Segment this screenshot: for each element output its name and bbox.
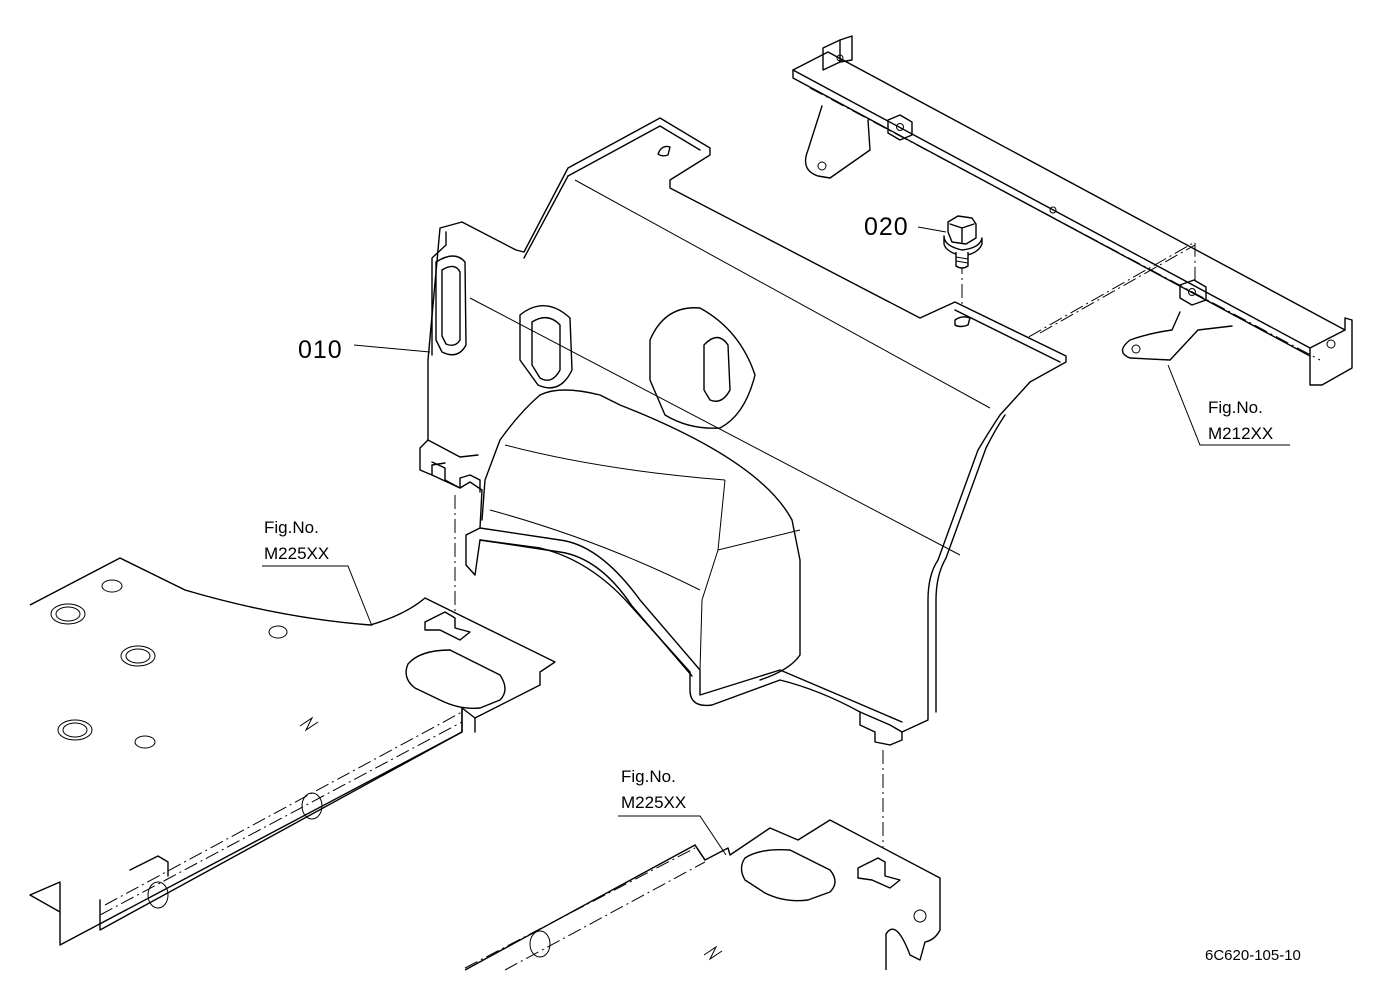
ref-m225-bottom-line1: Fig.No.: [621, 767, 676, 786]
leader-lines: [262, 226, 1290, 856]
main-panel-010: [419, 117, 1067, 746]
bolt-020: [943, 215, 983, 269]
ref-m225-left-line1: Fig.No.: [264, 518, 319, 537]
bottom-floor-plate: [464, 819, 941, 971]
callout-010: 010: [298, 336, 343, 364]
ref-m225-left-line2: M225XX: [264, 544, 329, 563]
callout-020: 020: [864, 213, 909, 241]
left-floor-plate: [29, 557, 556, 946]
ref-m212-line1: Fig.No.: [1208, 398, 1263, 417]
upper-frame-rail: [792, 35, 1353, 386]
ref-m212-line2: M212XX: [1208, 424, 1273, 443]
ref-m225-bottom-line2: M225XX: [621, 793, 686, 812]
drawing-code: 6C620-105-10: [1205, 947, 1301, 964]
